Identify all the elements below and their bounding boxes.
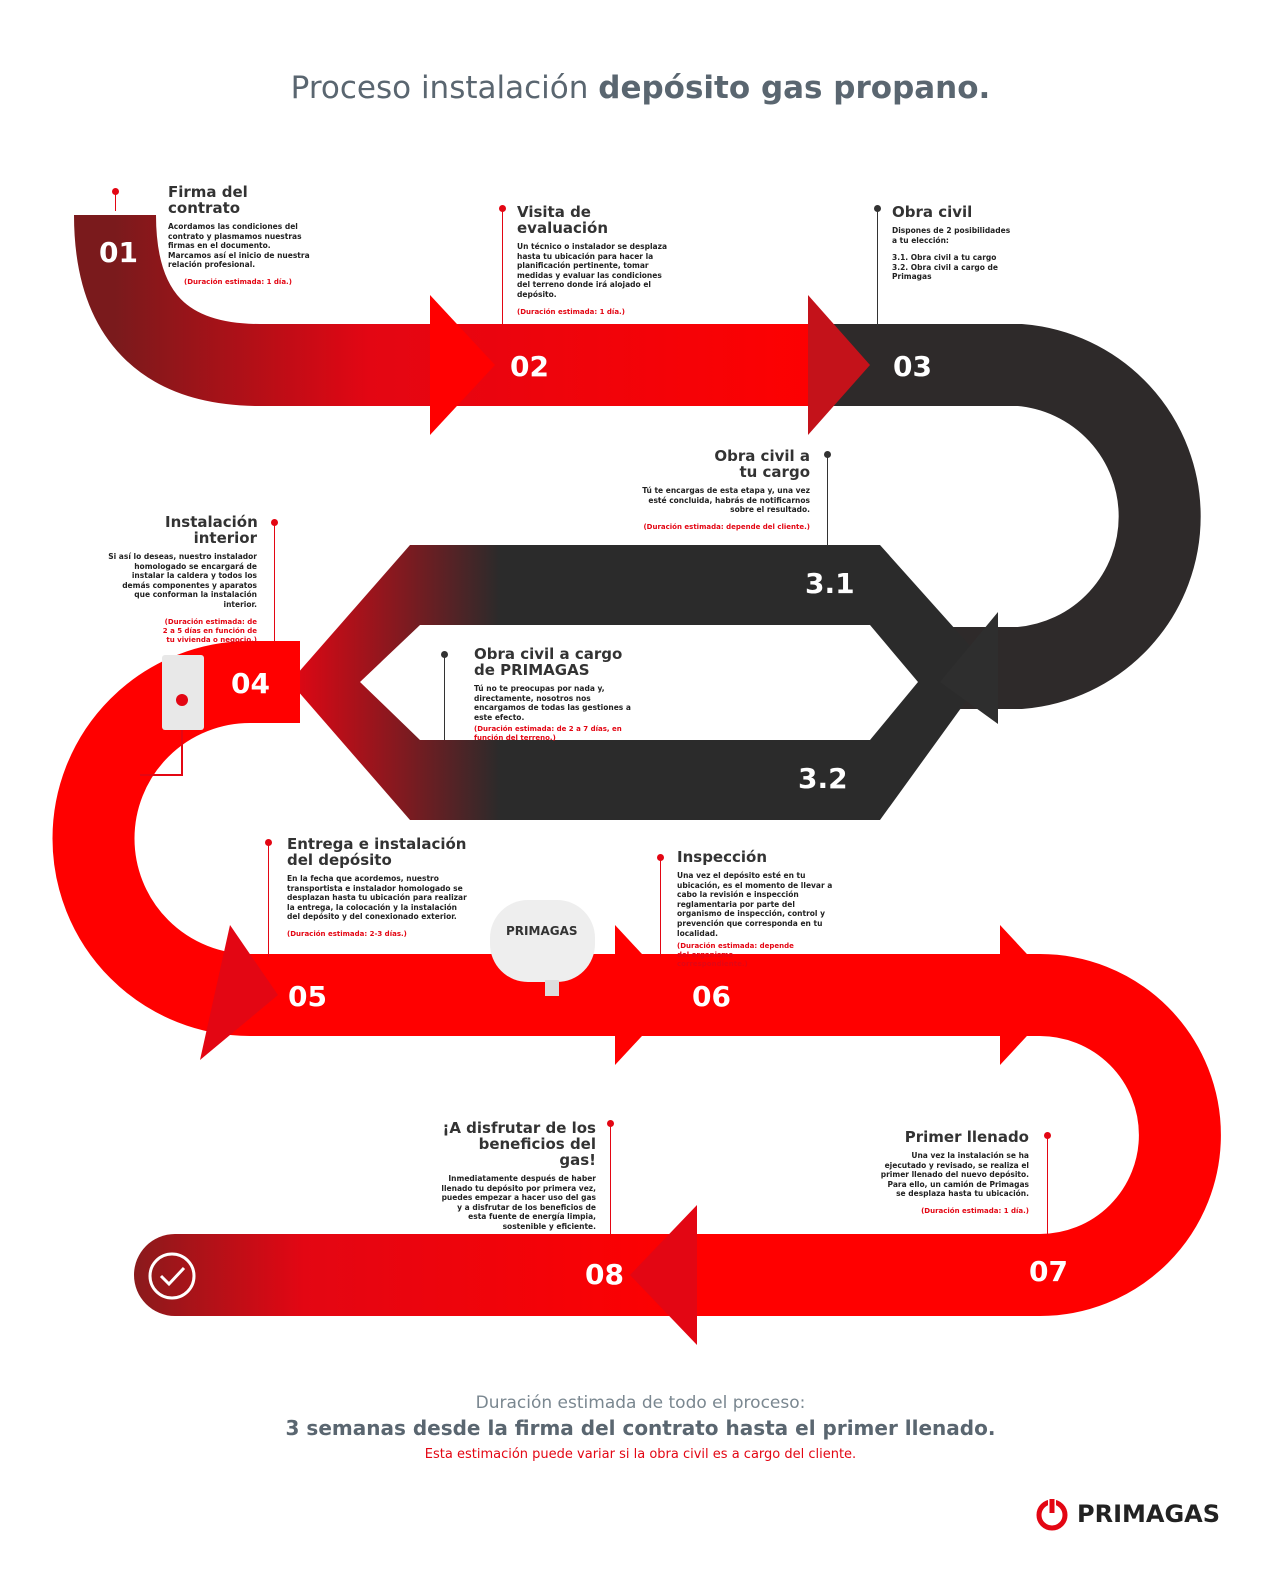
title-regular: Proceso instalación [290, 70, 599, 106]
step-text: Acordamos las condiciones del contrato y… [168, 222, 310, 270]
footer-line-3: Esta estimación puede variar si la obra … [424, 1447, 857, 1462]
power-icon [1036, 1498, 1068, 1531]
step-title: Inspección [677, 848, 768, 866]
arrow-1 [430, 295, 495, 435]
footer-line-2: 3 semanas desde la firma del contrato ha… [285, 1416, 996, 1440]
step-title: Obra civil a tu cargo [714, 447, 810, 481]
gas-tank [490, 900, 595, 996]
step-text: Una vez el depósito esté en tu ubicación… [677, 871, 833, 938]
step-number-03: 03 [893, 350, 932, 383]
step-text: En la fecha que acordemos, nuestro trans… [287, 874, 467, 922]
step-number-01: 01 [99, 236, 138, 269]
step-duration: (Duración estimada: 1 día.) [921, 1206, 1029, 1215]
footer-line-1: Duración estimada de todo el proceso: [475, 1393, 806, 1413]
step-title: Firma del contrato [168, 183, 248, 217]
step-duration: (Duración estimada: depende del organism… [677, 942, 794, 969]
step-text: Inmediatamente después de haber llenado … [441, 1174, 596, 1231]
step-number-3-2: 3.2 [798, 762, 848, 795]
step-07: Primer llenado Una vez la instalación se… [880, 1129, 1029, 1216]
arrow-marks [200, 295, 1065, 1345]
step-text: Si así lo deseas, nuestro instalador hom… [108, 552, 257, 609]
step-title: ¡A disfrutar de los beneficios del gas! [442, 1119, 596, 1169]
step-number-04: 04 [231, 667, 270, 700]
step-number-08: 08 [585, 1258, 624, 1291]
step-06: Inspección Una vez el depósito esté en t… [677, 849, 842, 969]
step-text: Una vez la instalación se ha ejecutado y… [880, 1151, 1029, 1199]
ribbon-end [134, 1234, 700, 1316]
step-text: Un técnico o instalador se desplaza hast… [517, 242, 668, 299]
step-03: Obra civil Dispones de 2 posibilidades a… [892, 204, 1012, 282]
step-number-07: 07 [1029, 1255, 1068, 1288]
tank-label: PRIMAGAS [506, 924, 578, 938]
step-duration: (Duración estimada: de 2 a 5 días en fun… [162, 617, 257, 644]
primagas-logo: PRIMAGAS [1035, 1497, 1220, 1531]
step-option: 3.2. Obra civil a cargo de Primagas [892, 262, 998, 282]
step-number-06: 06 [692, 980, 731, 1013]
page-title: Proceso instalación depósito gas propano… [0, 70, 1281, 106]
logo-text: PRIMAGAS [1077, 1500, 1221, 1528]
step-title: Primer llenado [904, 1128, 1029, 1146]
arrow-7 [630, 1205, 697, 1345]
arrow-2 [808, 295, 870, 435]
step-title: Entrega e instalación del depósito [287, 835, 467, 869]
step-option: 3.1. Obra civil a tu cargo [892, 253, 997, 263]
arrow-3 [940, 612, 998, 724]
step-3-1: Obra civil a tu cargo Tú te encargas de … [640, 448, 810, 532]
arrow-6 [1000, 925, 1065, 1065]
step-08: ¡A disfrutar de los beneficios del gas! … [440, 1120, 596, 1232]
step-duration: (Duración estimada: depende del cliente.… [643, 522, 810, 531]
title-bold: depósito gas propano. [598, 70, 991, 106]
step-number-05: 05 [288, 980, 327, 1013]
arrow-4 [200, 925, 278, 1060]
step-01: Firma del contrato Acordamos las condici… [168, 184, 313, 287]
step-duration: (Duración estimada: 1 día.) [184, 277, 292, 286]
step-duration: (Duración estimada: 1 día.) [517, 307, 625, 316]
ribbon-hexagon-inner [360, 625, 918, 740]
step-duration: (Duración estimada: 2-3 días.) [287, 929, 407, 938]
step-title: Instalación interior [165, 513, 258, 547]
arrow-5 [615, 925, 680, 1065]
step-duration: (Duración estimada: de 2 a 7 días, en fu… [474, 725, 622, 743]
step-title: Visita de evaluación [517, 203, 609, 237]
step-3-2: Obra civil a cargo de PRIMAGAS Tú no te … [474, 646, 639, 743]
step-title: Obra civil a cargo de PRIMAGAS [474, 645, 623, 679]
step-text: Dispones de 2 posibilidades a tu elecció… [892, 226, 1011, 245]
step-02: Visita de evaluación Un técnico o instal… [517, 204, 677, 317]
step-text: Tú no te preocupas por nada y, directame… [474, 684, 631, 722]
step-number-02: 02 [510, 350, 549, 383]
step-05: Entrega e instalación del depósito En la… [287, 836, 467, 939]
boiler [140, 655, 204, 776]
step-number-3-1: 3.1 [805, 567, 855, 600]
step-04: Instalación interior Si así lo deseas, n… [105, 513, 258, 645]
step-text: Tú te encargas de esta etapa y, una vez … [642, 486, 810, 515]
ribbon-segment-dark-curve [830, 324, 1201, 709]
ribbon-segment-1 [74, 214, 840, 406]
check-icon [159, 1266, 186, 1287]
check-circle-icon [148, 1252, 196, 1300]
step-title: Obra civil [892, 203, 973, 221]
